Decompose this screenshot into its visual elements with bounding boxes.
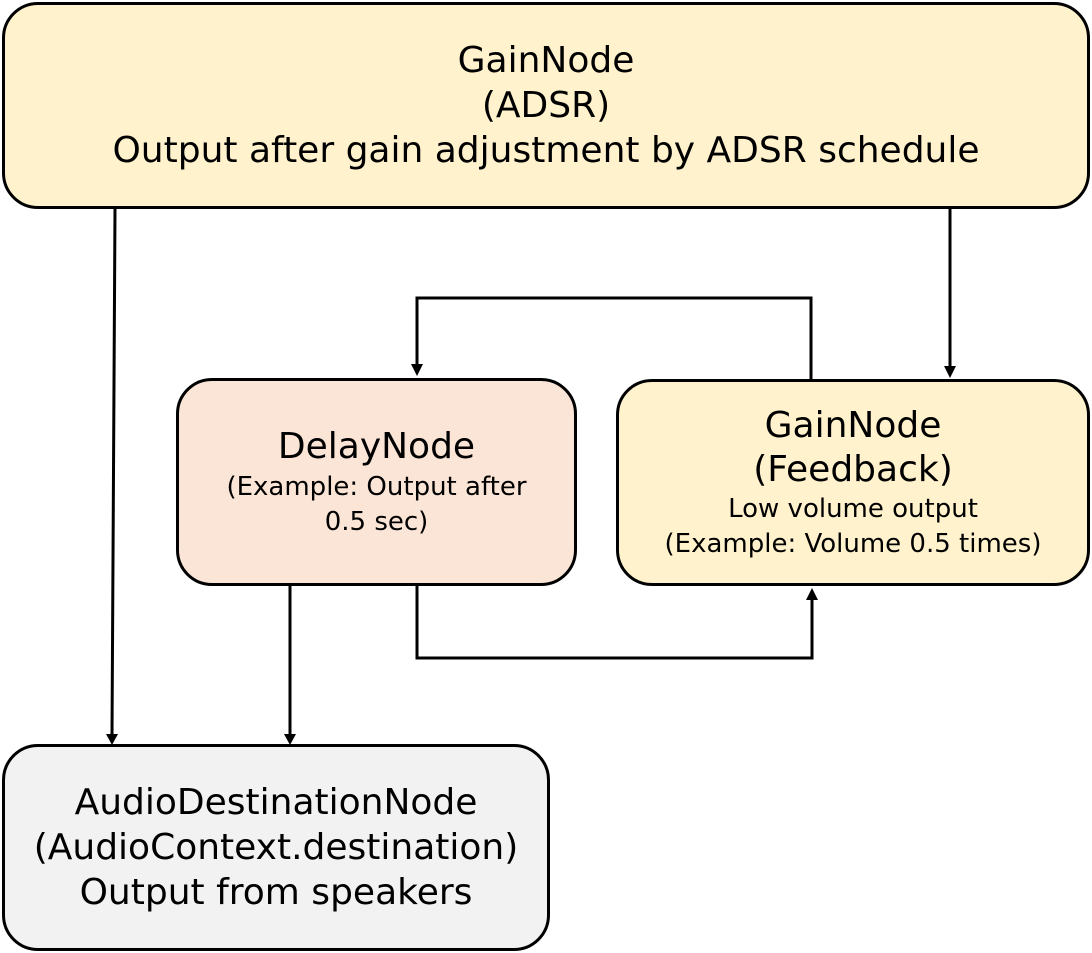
gain-node-feedback-subtitle: (Feedback) [753, 448, 953, 490]
gain-node-feedback-title: GainNode [764, 404, 942, 446]
gain-node-feedback-description: Low volume output [728, 493, 978, 524]
gain-node-adsr-description: Output after gain adjustment by ADSR sch… [112, 130, 980, 171]
edge-feedback-to-delay [411, 296, 813, 379]
gain-node-adsr-title: GainNode [457, 40, 635, 81]
delay-node-title: DelayNode [277, 426, 476, 467]
delay-node: DelayNode (Example: Output after 0.5 sec… [176, 378, 577, 586]
delay-node-example-line1: (Example: Output after [226, 472, 527, 502]
audio-destination-node-title: AudioDestinationNode [74, 782, 478, 823]
audio-destination-node-description: Output from speakers [79, 872, 473, 913]
gain-node-feedback-example: (Example: Volume 0.5 times) [664, 528, 1042, 559]
audio-destination-node: AudioDestinationNode (AudioContext.desti… [2, 744, 550, 951]
delay-node-example-line2: 0.5 sec) [324, 507, 429, 537]
gain-node-adsr-subtitle: (ADSR) [481, 85, 611, 126]
gain-node-feedback: GainNode (Feedback) Low volume output (E… [616, 379, 1090, 586]
edge-adsr-to-destination [106, 208, 118, 745]
gain-node-adsr: GainNode (ADSR) Output after gain adjust… [2, 2, 1090, 209]
edge-adsr-to-feedback [944, 209, 956, 378]
edge-delay-to-feedback [415, 586, 818, 660]
edge-delay-to-destination [284, 586, 296, 745]
audio-destination-node-subtitle: (AudioContext.destination) [33, 827, 519, 868]
